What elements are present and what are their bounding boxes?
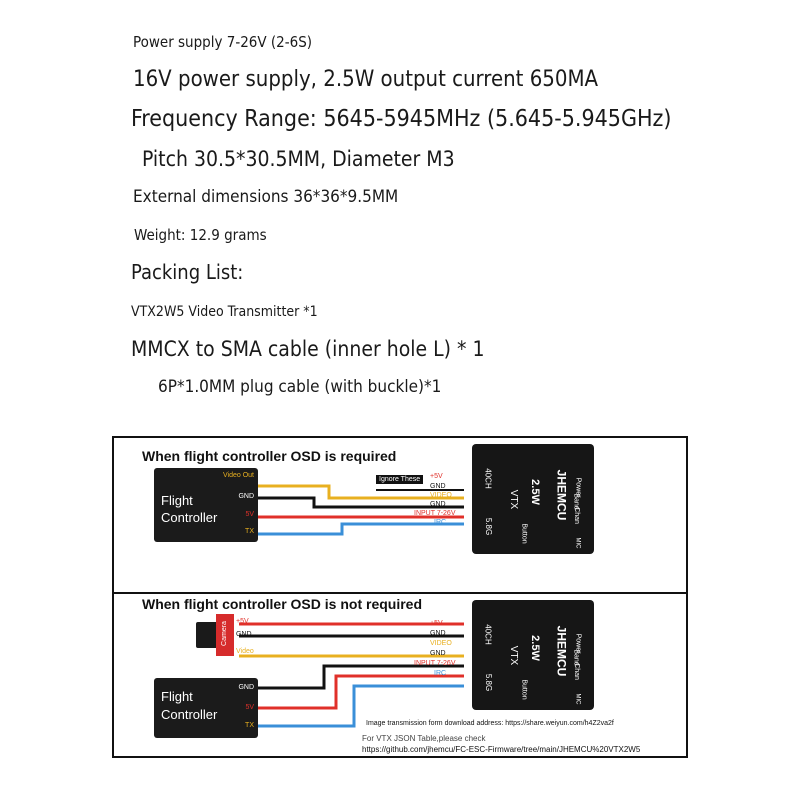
vtx-button-label-bottom: Button — [520, 679, 528, 700]
vtx-model-bottom: 2.5W — [528, 635, 541, 661]
flight-controller-top: Flight Controller Video Out GND 5V TX — [154, 468, 258, 542]
fc-pin-gnd-bottom: GND — [238, 684, 254, 691]
vtx-pin-gnd-bottom: GND — [430, 630, 446, 637]
vtx-brand-bottom: JHEMCU — [554, 625, 569, 677]
vtx-pin-5v-bottom: +5V — [430, 620, 443, 627]
vtx-pin-video-top: VIDEO — [430, 492, 452, 499]
packing-item-vtx: VTX2W5 Video Transmitter *1 — [131, 304, 318, 320]
fc-label-line1: Flight — [161, 493, 193, 508]
fc-pin-tx-bottom: TX — [245, 722, 254, 729]
vtx-sub-chan: Chan — [572, 507, 580, 524]
vtx-board-bottom: 40CH 5.8G 2.5W VTX JHEMCU Power Band Cha… — [472, 600, 594, 710]
cam-pin-gnd: GND — [236, 631, 252, 638]
vtx-button-label: Button — [520, 523, 528, 544]
fc-pin-tx: TX — [245, 528, 254, 535]
vtx-brand: JHEMCU — [554, 469, 569, 521]
fc-label-line1-bottom: Flight — [161, 689, 193, 704]
packing-item-mmcx-cable: MMCX to SMA cable (inner hole L) * 1 — [131, 337, 485, 361]
ignore-label: Ignore These — [376, 475, 424, 484]
vtx-pin-gnd-top: GND — [430, 483, 446, 490]
fc-pin-video-out: Video Out — [222, 472, 254, 479]
vtx-side-58g: 5.8G — [484, 517, 494, 536]
section-title-osd-required: When flight controller OSD is required — [142, 448, 397, 464]
packing-item-plug-cable: 6P*1.0MM plug cable (with buckle)*1 — [158, 377, 442, 397]
vtx-pin-gnd2-bottom: GND — [430, 650, 446, 657]
packing-list-title: Packing List: — [131, 260, 244, 284]
spec-dimensions: External dimensions 36*36*9.5MM — [133, 187, 399, 207]
vtx-mic-label: MIC — [574, 537, 581, 549]
vtx-side-40ch: 40CH — [483, 468, 493, 489]
vtx-pin-video-bottom: VIDEO — [430, 640, 452, 647]
vtx-pin-input-top: INPUT 7-26V — [414, 510, 456, 517]
note-url: https://github.com/jhemcu/FC-ESC-Firmwar… — [362, 745, 641, 754]
fc-pin-gnd: GND — [238, 493, 254, 500]
spec-output: 16V power supply, 2.5W output current 65… — [133, 67, 599, 92]
vtx-type: VTX — [508, 489, 520, 510]
note-download: Image transmission form download address… — [366, 720, 614, 727]
fc-label-line2-bottom: Controller — [161, 707, 218, 722]
spec-frequency: Frequency Range: 5645-5945MHz (5.645-5.9… — [131, 106, 672, 132]
fc-pin-5v: 5V — [245, 511, 254, 518]
vtx-pin-5v-top: +5V — [430, 473, 443, 480]
spec-pitch: Pitch 30.5*30.5MM, Diameter M3 — [142, 147, 455, 171]
spec-power-supply: Power supply 7-26V (2-6S) — [133, 33, 313, 51]
vtx-pin-input-bottom: INPUT 7-26V — [414, 660, 456, 667]
vtx-pin-irc-top: IRC — [434, 519, 447, 526]
vtx-mic-label-bottom: MIC — [574, 693, 581, 705]
vtx-model: 2.5W — [528, 479, 541, 505]
section-divider — [114, 592, 686, 594]
camera-label: Camera — [220, 621, 228, 646]
vtx-type-bottom: VTX — [508, 645, 520, 666]
flight-controller-bottom: Flight Controller GND 5V TX — [154, 678, 258, 738]
vtx-sub-chan-bottom: Chan — [572, 663, 580, 680]
vtx-side-58g-bottom: 5.8G — [484, 673, 494, 692]
vtx-board-top: 40CH 5.8G 2.5W VTX JHEMCU Power Band Cha… — [472, 444, 594, 554]
note-json: For VTX JSON Table,please check — [362, 734, 486, 743]
wiring-diagram: When flight controller OSD is required F… — [112, 436, 688, 758]
camera-lens — [196, 622, 218, 648]
vtx-side-40ch-bottom: 40CH — [483, 624, 493, 645]
fc-label-line2: Controller — [161, 510, 218, 525]
vtx-pin-gnd2-top: GND — [430, 501, 446, 508]
vtx-pin-irc-bottom: IRC — [434, 670, 447, 677]
cam-pin-5v: +5V — [236, 618, 249, 625]
cam-pin-video: Video — [236, 648, 254, 655]
fc-pin-5v-bottom: 5V — [245, 704, 254, 711]
spec-weight: Weight: 12.9 grams — [134, 226, 267, 244]
section-title-osd-not-required: When flight controller OSD is not requir… — [142, 596, 423, 612]
camera-icon: Camera — [216, 614, 234, 656]
wiring-lines — [239, 484, 464, 728]
